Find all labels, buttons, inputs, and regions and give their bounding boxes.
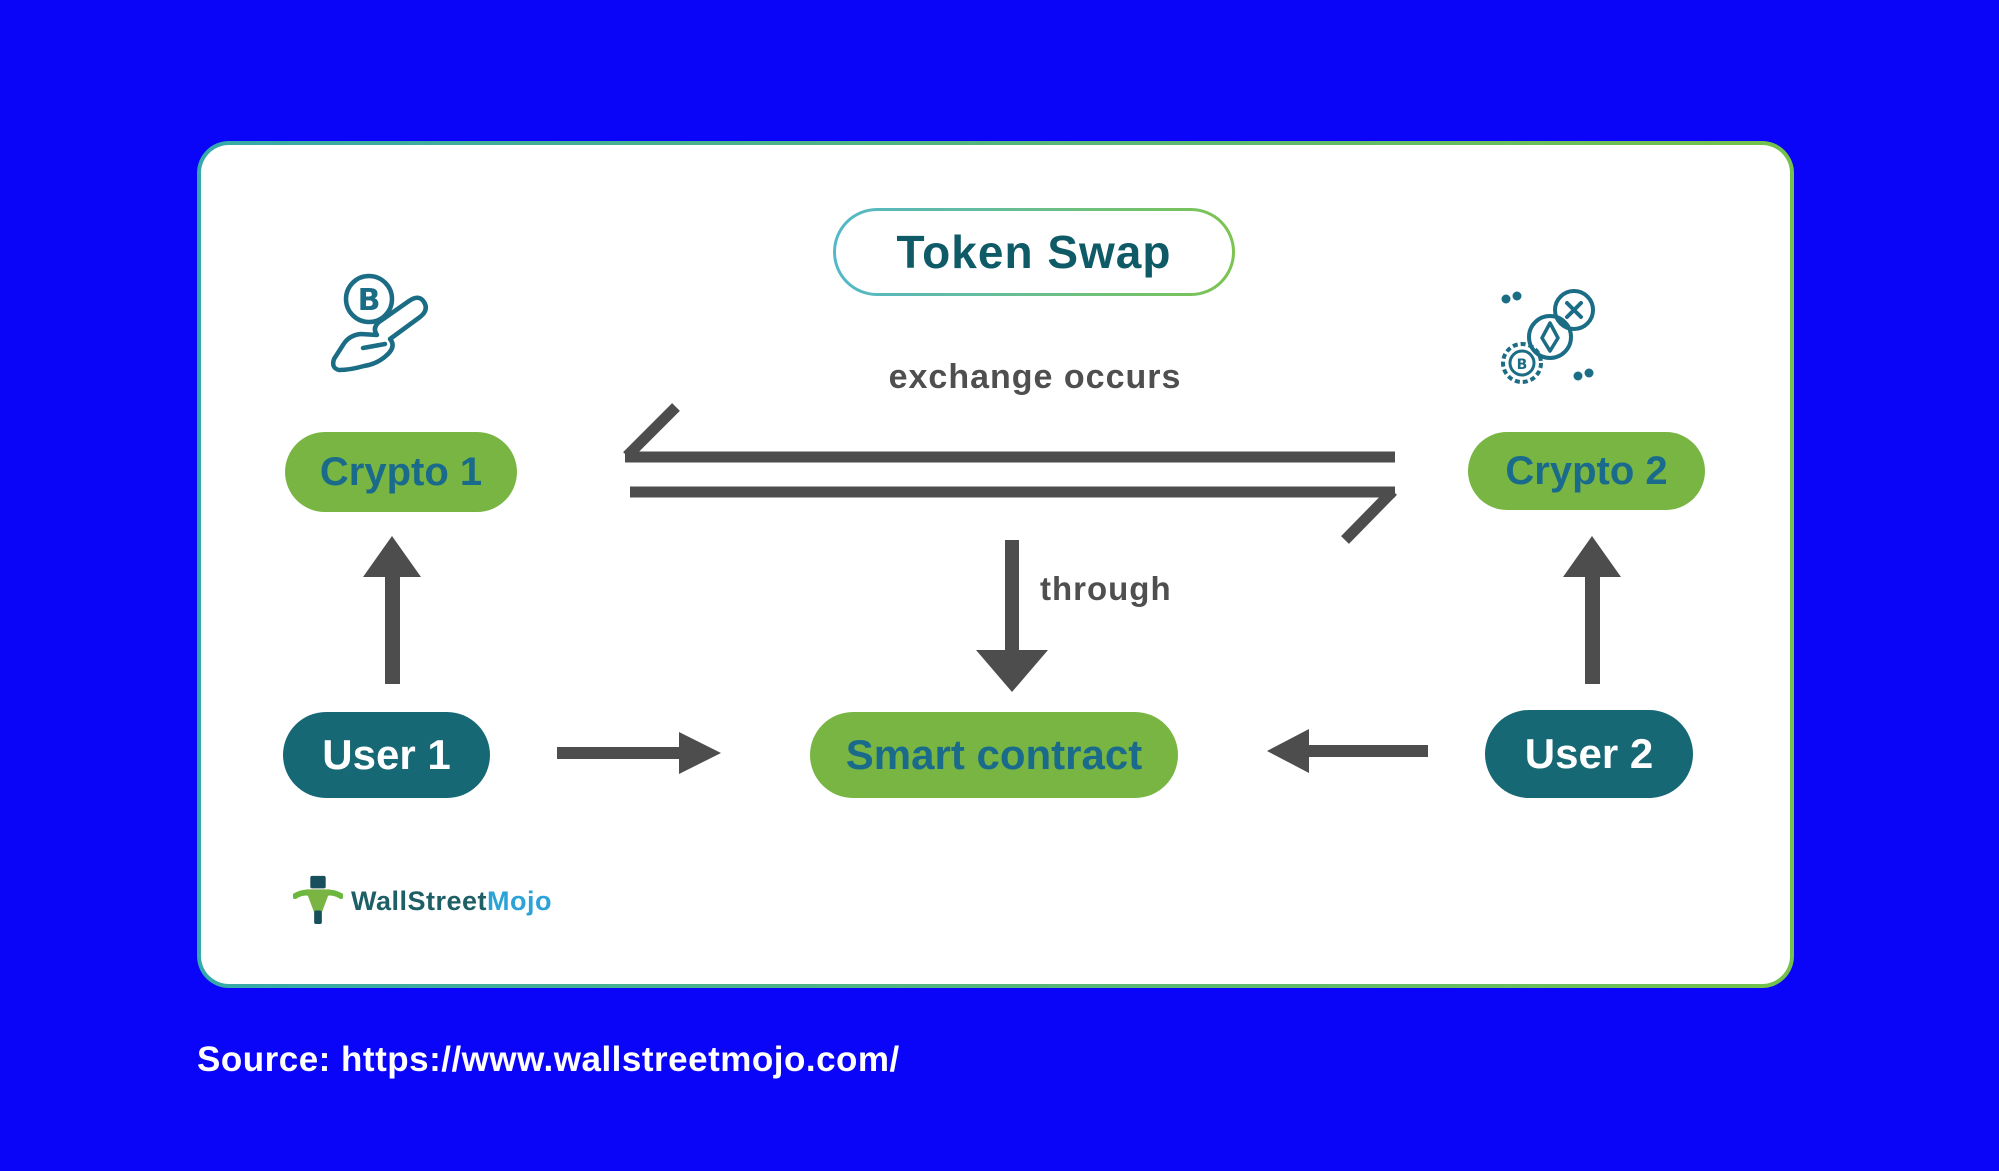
- crypto-coins-icon: B: [1498, 286, 1608, 395]
- arrow-user1-to-smart-contract-shaft: [557, 747, 679, 759]
- node-crypto-1: Crypto 1: [285, 432, 517, 512]
- wallstreetmojo-logo: WallStreetMojo: [292, 872, 552, 931]
- node-user-2-label: User 2: [1524, 730, 1654, 777]
- exchange-occurs-label: exchange occurs: [888, 358, 1182, 396]
- node-user-1-label: User 1: [322, 731, 451, 778]
- arrow-user1-to-crypto1-shaft: [385, 574, 400, 684]
- arrow-user2-to-crypto2-shaft: [1585, 574, 1600, 684]
- wallstreetmojo-logo-text: WallStreetMojo: [351, 886, 552, 917]
- svg-text:B: B: [1517, 357, 1528, 373]
- node-crypto-2: Crypto 2: [1468, 432, 1705, 510]
- logo-text-secondary: Mojo: [487, 886, 553, 916]
- arrow-user1-to-smart-contract-head: [679, 732, 721, 774]
- node-user-1: User 1: [283, 712, 490, 798]
- arrow-through-to-smart-contract-head: [976, 650, 1048, 692]
- arrow-user2-to-smart-contract-head: [1267, 729, 1309, 773]
- node-user-2: User 2: [1485, 710, 1693, 798]
- node-crypto-1-label: Crypto 1: [319, 449, 483, 494]
- page-title: Token Swap: [896, 226, 1172, 278]
- arrow-user1-to-crypto1-head: [363, 536, 421, 577]
- svg-text:B: B: [358, 283, 381, 318]
- title-pill: Token Swap: [833, 208, 1235, 296]
- hand-holding-bitcoin-icon: B: [325, 270, 445, 395]
- wallstreetmojo-bull-icon: [292, 872, 344, 931]
- node-smart-contract-label: Smart contract: [845, 731, 1143, 778]
- arrow-user2-to-smart-contract-shaft: [1309, 745, 1428, 757]
- node-crypto-2-label: Crypto 2: [1505, 448, 1668, 493]
- arrow-user2-to-crypto2-head: [1563, 536, 1621, 577]
- through-label: through: [1040, 570, 1172, 607]
- exchange-double-arrow: [623, 403, 1397, 544]
- logo-text-primary: WallStreet: [351, 886, 488, 916]
- arrow-through-to-smart-contract-shaft: [1005, 540, 1019, 652]
- source-url-text: Source: https://www.wallstreetmojo.com/: [197, 1040, 900, 1079]
- node-smart-contract: Smart contract: [810, 712, 1178, 798]
